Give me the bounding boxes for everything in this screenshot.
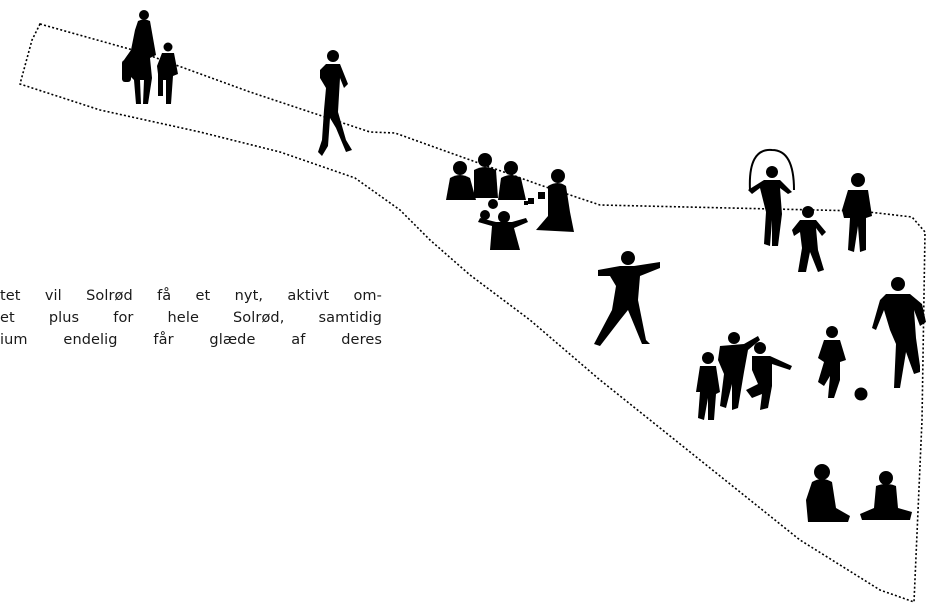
intro-text-line: et plus for hele Solrød, samtidig	[0, 310, 382, 326]
woman-with-child-walking-icon	[122, 10, 178, 104]
running-child-icon	[792, 206, 826, 272]
intro-text-line: tet vil Solrød få et nyt, aktivt om-	[0, 288, 382, 304]
intro-text-line: ium endelig får glæde af deres	[0, 332, 382, 348]
ball-icon	[854, 387, 868, 401]
intro-text: tet vil Solrød få et nyt, aktivt om- et …	[0, 285, 382, 351]
walking-person-icon	[842, 173, 872, 252]
running-man-icon	[872, 277, 926, 388]
sitting-people-icon	[806, 464, 912, 522]
kids-playing-football-icon	[696, 326, 846, 420]
dancing-woman-icon	[594, 251, 660, 346]
children-playing-group-icon	[446, 153, 574, 250]
jogger-icon	[318, 50, 352, 156]
site-boundary-outline	[19, 23, 926, 604]
jump-rope-girl-icon	[748, 148, 795, 246]
